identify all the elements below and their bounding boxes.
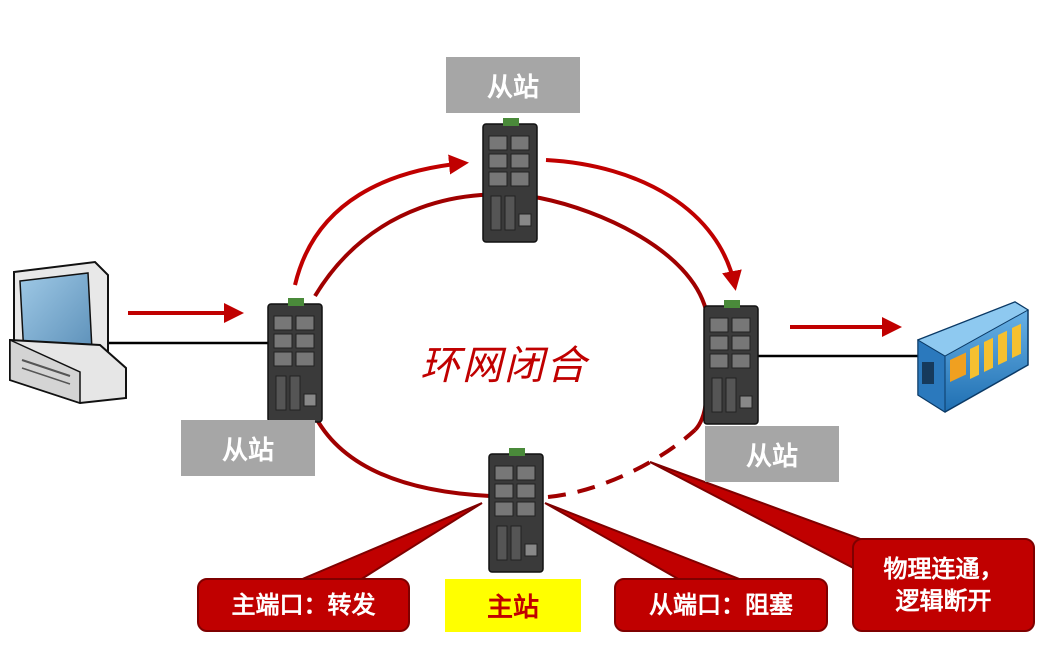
computer-icon	[9, 260, 127, 405]
switch-icon	[488, 448, 544, 573]
ring-link-blocked	[547, 428, 697, 499]
callout-primary-port: 主端口：转发	[197, 578, 410, 632]
switch-icon	[703, 300, 759, 425]
flow-arrow-left-to-top	[293, 154, 469, 286]
switch-icon	[267, 298, 323, 423]
slave-label-right: 从站	[705, 426, 839, 482]
slave-label-top: 从站	[446, 57, 580, 113]
flow-arrow-top-to-right	[545, 158, 742, 291]
switch-icon	[482, 118, 538, 243]
ring-link-solid-left	[314, 417, 491, 498]
slave-label-left: 从站	[181, 420, 315, 476]
callout-pointer-primary	[299, 502, 483, 581]
ring-status-title: 环网闭合	[420, 343, 588, 389]
ring-link-solid	[313, 192, 708, 311]
callout-link-state-line2: 逻辑断开	[895, 587, 992, 615]
callout-secondary-port: 从端口：阻塞	[614, 578, 828, 632]
callout-link-state-line1: 物理连通，	[883, 554, 1004, 583]
callout-link-state: 物理连通， 逻辑断开	[852, 538, 1035, 632]
plc-icon	[916, 301, 1029, 413]
master-label: 主站	[445, 579, 581, 632]
callout-pointer-secondary	[544, 502, 743, 581]
